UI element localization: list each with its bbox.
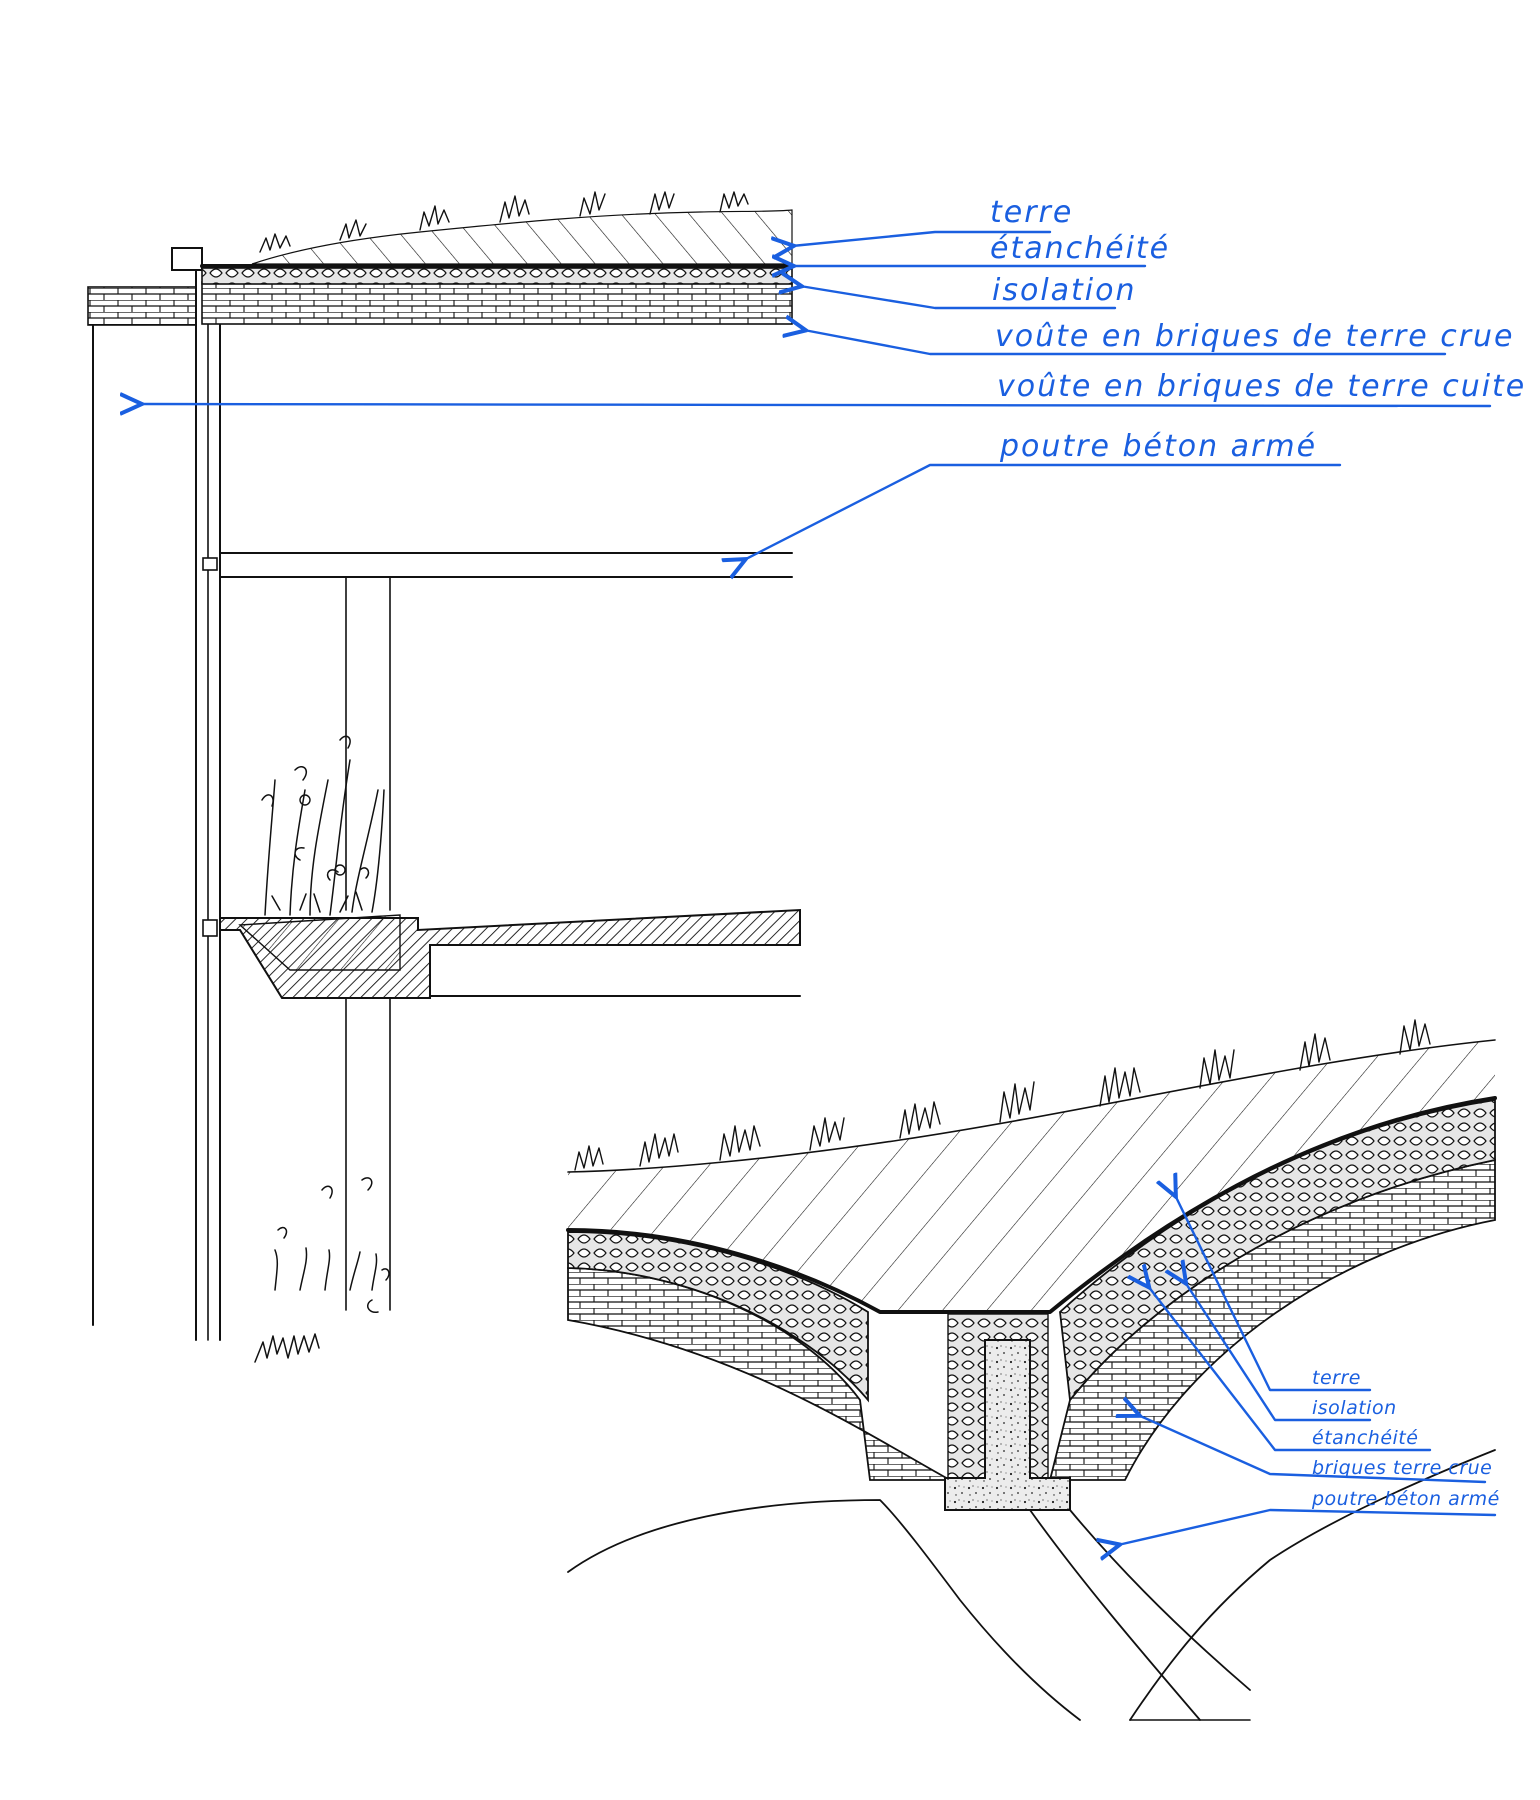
detail-label-briques: briques terre crue — [1312, 1457, 1492, 1479]
plant-bud — [299, 794, 311, 806]
detail-label-terre: terre — [1312, 1367, 1361, 1389]
label-poutre: poutre béton armé — [999, 429, 1317, 464]
leader-terre — [792, 230, 1052, 246]
detail-waterproofing — [566, 1096, 1497, 1314]
leader-voute-crue — [804, 330, 1447, 356]
leader-detail-isolation — [1185, 1282, 1372, 1422]
label-terre: terre — [990, 195, 1073, 230]
planter-plants — [261, 735, 385, 916]
planter-soil — [238, 914, 401, 971]
column-joint — [202, 919, 218, 937]
detail-insulation-left — [567, 1231, 869, 1403]
detail-soil-top — [567, 1039, 1496, 1173]
main-section — [87, 191, 801, 1363]
label-voute-cuite: voûte en briques de terre cuite — [997, 369, 1526, 404]
label-etancheite: étanchéité — [990, 231, 1170, 266]
leader-poutre — [744, 463, 1342, 560]
leader-detail-briques — [1138, 1415, 1487, 1484]
leader-detail-etancheite — [1148, 1286, 1432, 1452]
detail-label-etancheite: étanchéité — [1312, 1427, 1418, 1449]
eave-bricks — [87, 286, 197, 326]
detail-label-isolation: isolation — [1312, 1397, 1397, 1419]
vault-detail — [566, 1019, 1497, 1721]
parapet-cap — [171, 247, 203, 271]
detail-label-poutre: poutre béton armé — [1311, 1488, 1500, 1510]
roof-insulation — [201, 267, 793, 285]
label-voute-crue: voûte en briques de terre crue — [995, 319, 1515, 354]
plant-bud — [334, 864, 346, 876]
leader-detail-poutre — [1118, 1508, 1497, 1545]
detail-arch-left — [567, 1499, 1081, 1721]
leader-voute-cuite — [140, 404, 1492, 406]
detail-grass — [574, 1019, 1431, 1171]
detail-annotations: terre isolation étanchéité briques terre… — [1118, 1195, 1500, 1545]
section-annotations: terre étanchéité isolation voûte en briq… — [140, 195, 1526, 560]
detail-insulation-right — [1059, 1098, 1496, 1403]
roof-grass — [259, 191, 749, 253]
label-isolation: isolation — [992, 273, 1137, 308]
leader-detail-terre — [1175, 1195, 1372, 1392]
roof-brick-vault — [201, 281, 793, 325]
detail-soil — [568, 1040, 1495, 1310]
leader-isolation — [800, 286, 1117, 310]
detail-beam-leg — [1029, 1509, 1251, 1721]
roof-soil — [251, 209, 793, 265]
ground-plants — [254, 1177, 390, 1363]
column-joint — [202, 557, 218, 571]
